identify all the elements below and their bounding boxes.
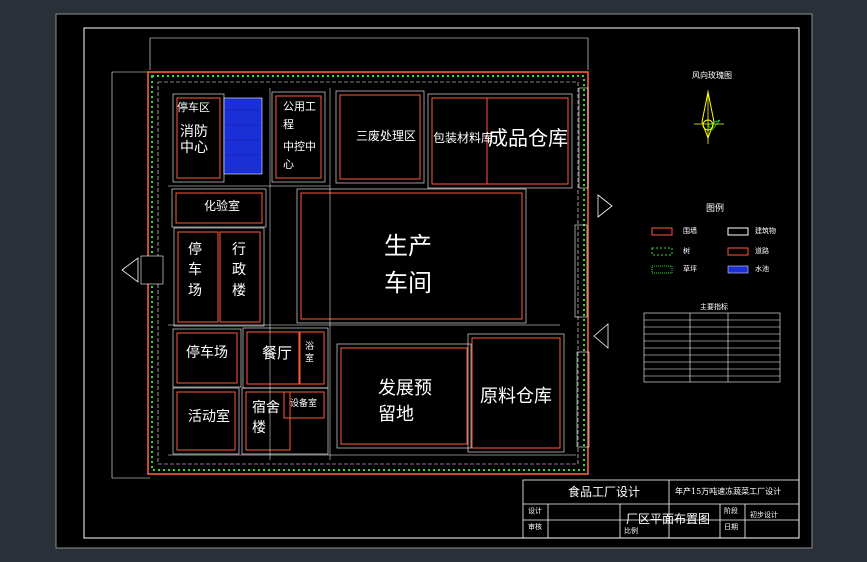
legend-item-tree: 树 bbox=[683, 247, 690, 255]
label-parking2: 停车场 bbox=[186, 345, 228, 361]
label-production: 生产车间 bbox=[384, 232, 432, 298]
econ-table-title: 主要指标 bbox=[700, 303, 728, 311]
bldg-dorm bbox=[245, 391, 291, 451]
title-scale: 比例 bbox=[624, 527, 638, 535]
econ-table bbox=[643, 312, 781, 383]
bldg-fire-center bbox=[176, 97, 221, 179]
title-block bbox=[522, 479, 800, 539]
bldg-raw-material bbox=[471, 337, 561, 449]
bldg-activity bbox=[176, 391, 236, 451]
label-dorm: 宿舍楼 bbox=[252, 400, 280, 437]
bldg-parking2 bbox=[176, 332, 238, 384]
legend-symbols bbox=[651, 227, 749, 274]
label-admin: 行政楼 bbox=[232, 242, 246, 299]
label-public: 公用工程 bbox=[283, 100, 316, 131]
bldg-equipment bbox=[283, 391, 325, 419]
east-gate-arrow-2 bbox=[593, 323, 609, 349]
bldg-bath bbox=[299, 331, 325, 385]
wind-rose-title: 风向玫瑰图 bbox=[692, 71, 732, 80]
title-date: 日期 bbox=[724, 523, 738, 531]
bldg-parking-lot bbox=[177, 231, 219, 323]
title-design: 设计 bbox=[528, 507, 542, 515]
bldg-waste bbox=[339, 94, 421, 180]
title-stage: 阶段 bbox=[724, 507, 738, 515]
bldg-public bbox=[275, 95, 322, 179]
label-parking-small: 停车区 bbox=[177, 101, 210, 114]
legend-item-road: 道路 bbox=[755, 247, 769, 255]
bldg-lab bbox=[175, 192, 263, 224]
title-drawing-name: 厂区平面布置图 bbox=[626, 512, 711, 526]
label-fire-center: 消防中心 bbox=[180, 124, 208, 157]
label-parking-lot: 停车场 bbox=[188, 242, 202, 299]
label-raw-material: 原料仓库 bbox=[480, 386, 552, 407]
label-equipment: 设备室 bbox=[290, 399, 318, 409]
legend-item-lawn: 草坪 bbox=[683, 265, 697, 273]
bldg-warehouse bbox=[431, 97, 569, 185]
label-activity: 活动室 bbox=[188, 409, 230, 425]
title-project: 食品工厂设计 bbox=[568, 485, 641, 499]
label-reserve: 发展预留地 bbox=[378, 378, 432, 426]
wind-rose-icon bbox=[694, 90, 724, 144]
title-check: 审核 bbox=[528, 523, 542, 531]
title-project-full: 年产15万吨速冻蔬菜工厂设计 bbox=[675, 487, 782, 496]
west-gate-arrow bbox=[121, 255, 164, 285]
bldg-production bbox=[300, 192, 523, 320]
bldg-admin bbox=[219, 231, 261, 323]
title-sheet: 初步设计 bbox=[750, 511, 778, 519]
legend-title: 图例 bbox=[706, 204, 725, 214]
label-waste: 三废处理区 bbox=[356, 129, 417, 143]
label-finished-goods: 成品仓库 bbox=[488, 126, 568, 150]
bldg-reserve bbox=[340, 347, 468, 445]
legend-item-building: 建筑物 bbox=[755, 227, 776, 235]
label-lab: 化验室 bbox=[204, 199, 241, 213]
legend-item-wall: 围墙 bbox=[683, 227, 697, 235]
label-canteen: 餐厅 bbox=[262, 344, 293, 362]
inner-frame bbox=[83, 27, 800, 539]
water-pool bbox=[223, 97, 263, 175]
label-packaging: 包装材料库 bbox=[433, 131, 494, 145]
label-bath: 浴室 bbox=[305, 342, 315, 364]
outer-frame bbox=[55, 13, 813, 549]
legend-item-water: 水池 bbox=[755, 265, 769, 273]
bldg-canteen bbox=[246, 331, 300, 385]
label-central-control: 中控中心 bbox=[283, 140, 316, 171]
east-gate-arrow-1 bbox=[597, 194, 613, 218]
